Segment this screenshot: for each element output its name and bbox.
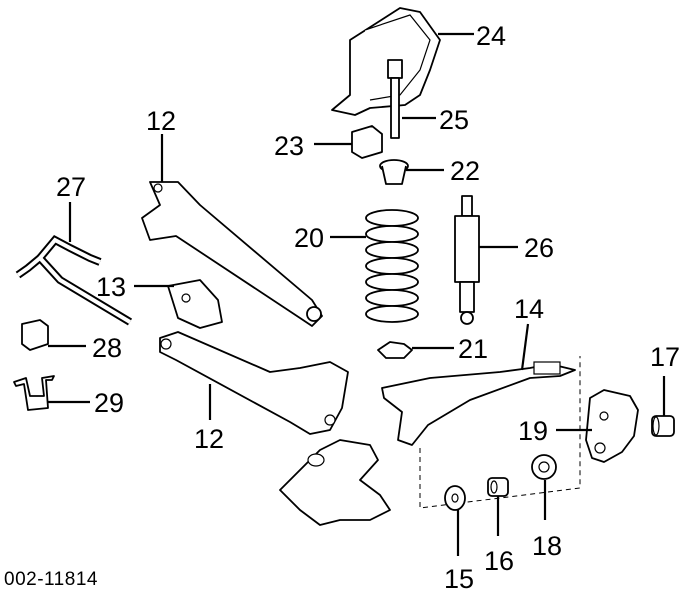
callout-13: 13 <box>96 272 126 302</box>
part-20-coil-spring <box>365 209 419 323</box>
part-26-shock <box>454 195 480 325</box>
callout-22: 22 <box>450 156 480 186</box>
part-17-bushing <box>651 415 675 437</box>
callout-21: 21 <box>458 334 488 364</box>
callout-12-upper: 12 <box>146 106 176 136</box>
callout-25: 25 <box>439 105 469 135</box>
part-25-bolt <box>387 59 403 139</box>
callout-16: 16 <box>484 546 514 576</box>
part-22-isolator <box>379 159 409 185</box>
callout-14: 14 <box>514 294 544 324</box>
callout-23: 23 <box>274 131 304 161</box>
drawing-code: 002-11814 <box>4 569 98 590</box>
part-29-clamp <box>13 375 55 411</box>
part-19-bracket <box>585 389 639 463</box>
part-21-spring-seat <box>377 341 413 359</box>
callout-20: 20 <box>294 223 324 253</box>
part-23-bumper <box>351 125 383 159</box>
part-16-bushing <box>487 477 509 497</box>
steering-knuckle <box>279 439 391 526</box>
leader-lines <box>48 32 666 556</box>
callout-27: 27 <box>56 172 86 202</box>
part-13-bracket <box>167 279 223 329</box>
part-18-washer <box>531 454 557 480</box>
part-27-stabilizer-bar <box>15 234 133 326</box>
leader-14 <box>520 323 530 371</box>
part-28-bushing <box>21 319 49 351</box>
callout-29: 29 <box>94 388 124 418</box>
callout-labels: 24 25 23 22 20 26 21 12 13 12 27 28 29 1… <box>4 21 680 594</box>
callout-24: 24 <box>476 21 506 51</box>
callout-17: 17 <box>650 342 680 372</box>
callout-15: 15 <box>444 564 474 594</box>
callout-19: 19 <box>518 416 548 446</box>
callout-26: 26 <box>524 233 554 263</box>
part-15-washer <box>444 485 466 511</box>
part-14-strut-rod <box>381 361 576 446</box>
callout-18: 18 <box>532 531 562 561</box>
callout-28: 28 <box>92 333 122 363</box>
dashed-outline <box>419 356 581 509</box>
part-12-upper-arm <box>141 181 323 327</box>
callout-12-lower: 12 <box>194 424 224 454</box>
part-24-shield <box>331 7 441 116</box>
part-12-lower-arm <box>159 331 349 435</box>
